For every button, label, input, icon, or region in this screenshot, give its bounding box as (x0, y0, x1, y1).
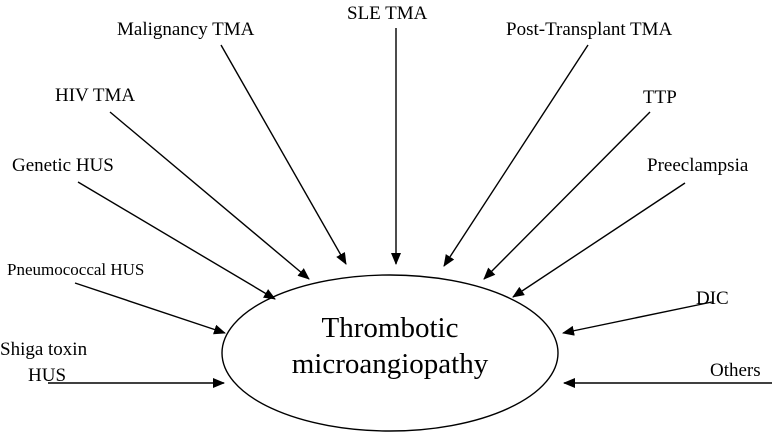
label-others: Others (710, 360, 761, 381)
arrow-pneumococcal-hus (74, 282, 226, 335)
label-hiv-tma: HIV TMA (55, 85, 136, 106)
center-title-line2: microangiopathy (291, 348, 489, 380)
label-ttp: TTP (643, 87, 677, 108)
center-title: Thrombotic microangiopathy (220, 310, 560, 382)
arrow-ttp (483, 111, 651, 280)
label-preeclampsia: Preeclampsia (647, 155, 749, 176)
label-post-transplant-tma: Post-Transplant TMA (506, 19, 673, 40)
arrow-genetic-hus (77, 181, 276, 300)
label-shiga-toxin-line2: HUS (28, 365, 67, 386)
label-dic: DIC (696, 288, 729, 309)
arrow-dic (562, 301, 713, 336)
label-malignancy-tma: Malignancy TMA (117, 19, 255, 40)
arrow-hiv-tma (109, 111, 310, 280)
arrow-post-transplant-tma (443, 44, 589, 267)
label-pneumococcal-hus: Pneumococcal HUS (7, 260, 145, 279)
center-title-line1: Thrombotic (321, 312, 459, 344)
label-shiga-toxin-line1: Shiga toxin (0, 339, 88, 360)
label-sle-tma: SLE TMA (347, 3, 428, 24)
label-genetic-hus: Genetic HUS (12, 155, 114, 176)
arrow-malignancy-tma (220, 44, 347, 265)
center-ellipse (221, 274, 559, 432)
arrow-preeclampsia (512, 182, 686, 298)
